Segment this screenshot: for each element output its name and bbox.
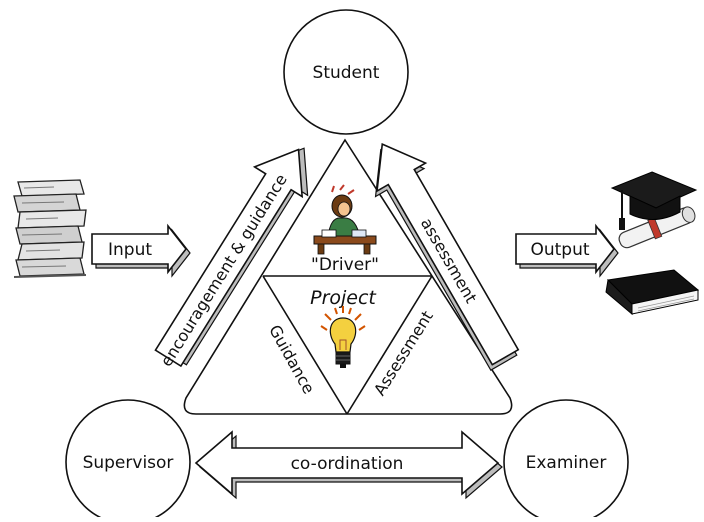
student-node: Student	[283, 9, 409, 135]
output-label: Output	[530, 240, 589, 260]
triangle-divider-right	[346, 275, 433, 415]
triangle-divider-left	[262, 275, 348, 415]
person-at-desk-icon	[313, 184, 377, 255]
examiner-label: Examiner	[526, 453, 607, 473]
examiner-node: Examiner	[503, 399, 629, 522]
closed-book-icon	[605, 269, 700, 316]
coordination-arrow: co-ordination	[194, 430, 503, 500]
output-arrow: Output	[515, 223, 619, 278]
driver-label: "Driver"	[311, 255, 379, 275]
student-label: Student	[313, 63, 380, 83]
input-label: Input	[108, 240, 152, 260]
input-arrow: Input	[91, 223, 191, 278]
light-bulb-icon	[320, 306, 366, 368]
coordination-label: co-ordination	[291, 454, 404, 474]
supervisor-label: Supervisor	[83, 453, 174, 473]
stack-of-books-icon	[13, 179, 87, 278]
supervisor-node: Supervisor	[65, 399, 191, 522]
graduation-cap-diploma-icon	[610, 171, 698, 249]
project-triangle	[183, 138, 513, 415]
project-label: Project	[310, 287, 377, 309]
